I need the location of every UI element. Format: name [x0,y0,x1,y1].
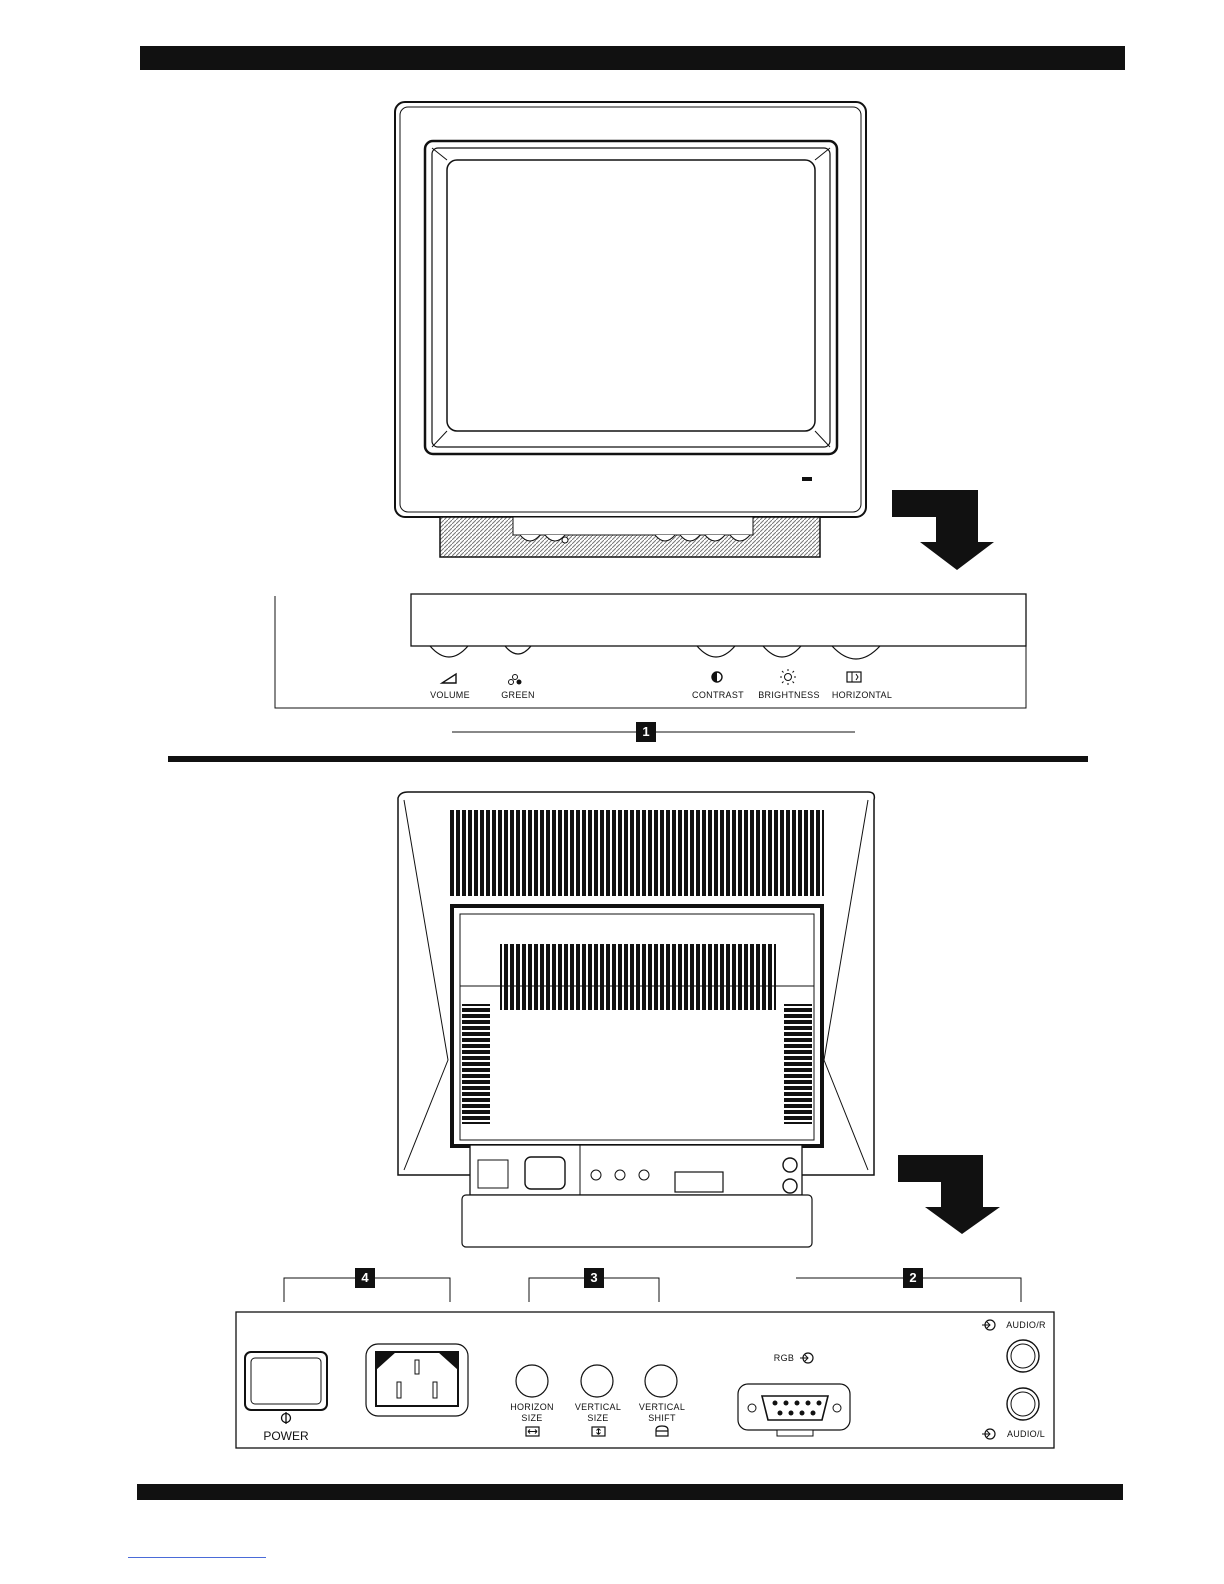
audio-l-label: AUDIO/L [1007,1429,1045,1439]
audio-r-label: AUDIO/R [1006,1320,1046,1330]
